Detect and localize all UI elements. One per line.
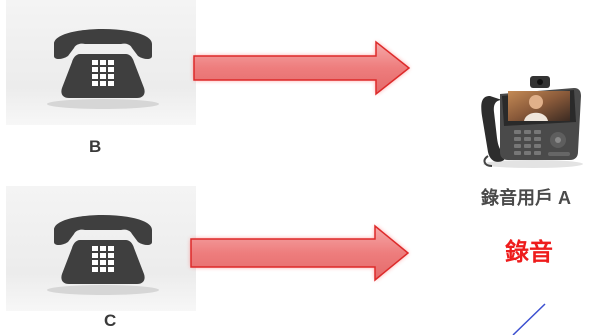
caller-c-label: C: [104, 311, 116, 331]
ip-video-phone-icon: [478, 66, 588, 170]
caller-b-card: [6, 0, 196, 125]
recording-user-a-label: 錄音用戶 A: [481, 187, 571, 209]
connector-line: [505, 300, 555, 335]
caller-b-label: B: [89, 137, 101, 157]
recording-status-label: 錄音: [505, 239, 553, 267]
desk-phone-icon: [6, 186, 196, 311]
arrow-right-icon: [185, 36, 420, 100]
desk-phone-icon: [6, 0, 196, 125]
arrow-right-icon: [182, 223, 417, 287]
caller-c-card: [6, 186, 196, 311]
